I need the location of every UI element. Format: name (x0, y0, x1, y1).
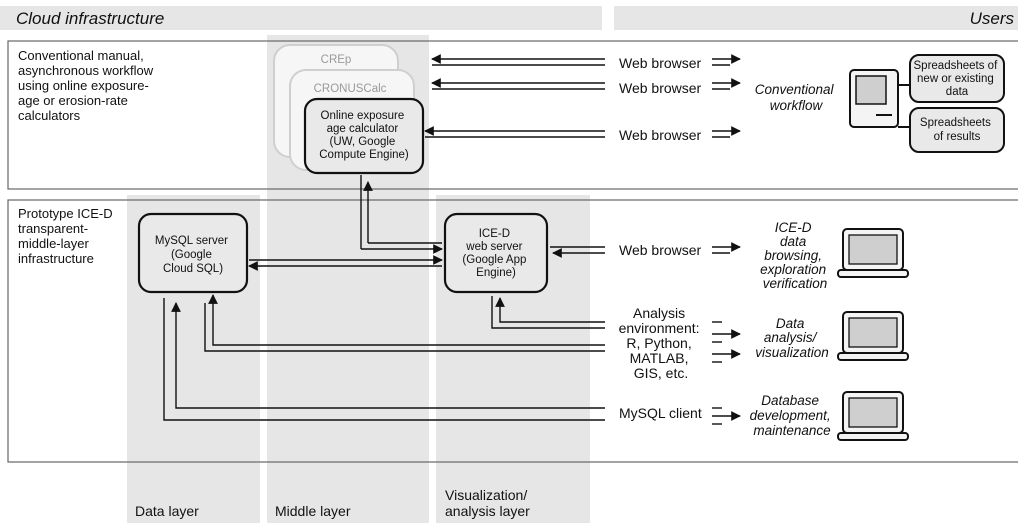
data-browsing-label: ICE-D data browsing, exploration verific… (760, 220, 830, 291)
spreadsheets-results-box (909, 107, 1005, 153)
mysql-server-box (137, 212, 249, 294)
spreadsheets-results-label: Spreadsheets of results (920, 117, 994, 143)
database-development-label: Database development, maintenance (750, 393, 835, 438)
online-calculator-label: Online exposure age calculator (UW, Goog… (319, 110, 409, 161)
laptop-icon-database (837, 391, 909, 441)
data-layer-label: Data layer (135, 503, 199, 519)
mysql-client-channel: MySQL client (163, 298, 741, 425)
laptop-icon-analysis (837, 311, 909, 361)
laptop-icon-browsing (837, 228, 909, 278)
svg-text:Web browser: Web browser (619, 242, 702, 258)
analysis-environment-label: Analysis environment: R, Python, MATLAB,… (619, 305, 704, 381)
vis-layer-label: Visualization/ analysis layer (445, 487, 531, 519)
cronuscalc-label: CRONUSCalc (314, 83, 387, 95)
crep-label: CREp (321, 54, 352, 66)
web-browser-channel-4: Web browser (550, 242, 741, 258)
svg-text:MySQL client: MySQL client (619, 405, 702, 421)
cloud-header-band (0, 6, 602, 30)
svg-text:Web browser: Web browser (619, 55, 702, 71)
web-browser-channel-1: Web browser (431, 54, 741, 71)
iced-web-server-label: ICE-D web server (Google App Engine) (462, 228, 529, 279)
conventional-row-label: Conventional manual, asynchronous workfl… (18, 48, 157, 123)
prototype-row-label: Prototype ICE-D transparent- middle-laye… (18, 206, 116, 266)
iced-web-server-box (443, 212, 549, 294)
web-browser-channel-2: Web browser (431, 78, 741, 96)
online-calculator-box (303, 97, 425, 175)
web-browser-channel-3: Web browser (424, 126, 741, 143)
users-header-band (614, 6, 1018, 30)
analysis-environment-channel (204, 294, 741, 363)
conventional-row-frame (7, 40, 1018, 190)
conventional-workflow-label: Conventional workflow (755, 82, 838, 113)
spreadsheets-input-label: Spreadsheets of new or existing data (914, 60, 1001, 98)
users-header: Users (970, 9, 1015, 28)
svg-text:Web browser: Web browser (619, 127, 702, 143)
data-analysis-label: Data analysis/ visualization (755, 316, 829, 360)
mysql-server-label: MySQL server (Google Cloud SQL) (155, 235, 231, 275)
middle-layer-label: Middle layer (275, 503, 351, 519)
cloud-header: Cloud infrastructure (16, 9, 164, 28)
spreadsheets-input-box (909, 54, 1005, 103)
svg-text:Web browser: Web browser (619, 80, 702, 96)
prototype-row-frame (7, 199, 1018, 463)
desktop-computer-icon (849, 69, 899, 128)
